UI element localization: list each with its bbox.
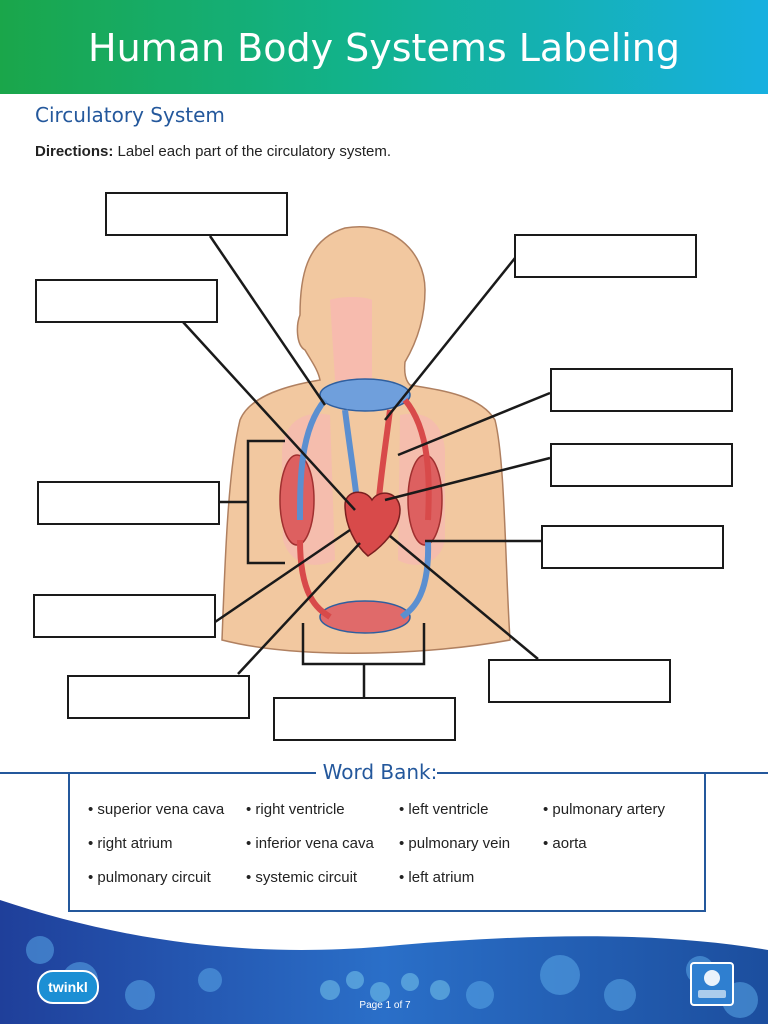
directions-label: Directions: <box>35 143 114 160</box>
word-bank-rule-left <box>0 772 316 774</box>
word-bank-box <box>68 772 706 912</box>
directions-text: Label each part of the circulatory syste… <box>117 143 391 160</box>
twinkl-logo: twinkl <box>37 970 99 1004</box>
word-bank-item: • systemic circuit <box>246 869 358 886</box>
word-bank-item: • superior vena cava <box>88 801 225 818</box>
label-box-7[interactable] <box>541 525 724 569</box>
word-bank-item: • right ventricle <box>246 801 345 818</box>
label-box-9[interactable] <box>488 659 671 703</box>
word-bank-item: • pulmonary vein <box>399 835 511 852</box>
word-bank-item: • pulmonary artery <box>543 801 665 818</box>
label-box-11[interactable] <box>273 697 456 741</box>
word-bank-item: • inferior vena cava <box>246 835 374 852</box>
word-bank-item: • left atrium <box>399 869 475 886</box>
label-box-10[interactable] <box>67 675 250 719</box>
label-box-3[interactable] <box>514 234 697 278</box>
word-bank-rule-right <box>437 772 768 774</box>
word-bank-item: • left ventricle <box>399 801 489 818</box>
page-number: Page 1 of 7 <box>359 1000 411 1011</box>
header-banner: Human Body Systems Labeling <box>0 0 768 94</box>
label-box-4[interactable] <box>550 368 733 412</box>
section-title: Circulatory System <box>35 103 225 127</box>
directions: Directions: Label each part of the circu… <box>35 143 391 160</box>
label-box-6[interactable] <box>37 481 220 525</box>
label-box-5[interactable] <box>550 443 733 487</box>
label-box-2[interactable] <box>35 279 218 323</box>
quality-badge-icon <box>690 962 734 1006</box>
word-bank-item: • right atrium <box>88 835 173 852</box>
word-bank-title: Word Bank: <box>322 760 438 784</box>
label-box-1[interactable] <box>105 192 288 236</box>
word-bank-item: • aorta <box>543 835 587 852</box>
page-title: Human Body Systems Labeling <box>88 26 680 70</box>
circulatory-diagram <box>182 226 551 697</box>
label-box-8[interactable] <box>33 594 216 638</box>
word-bank-item: • pulmonary circuit <box>88 869 211 886</box>
